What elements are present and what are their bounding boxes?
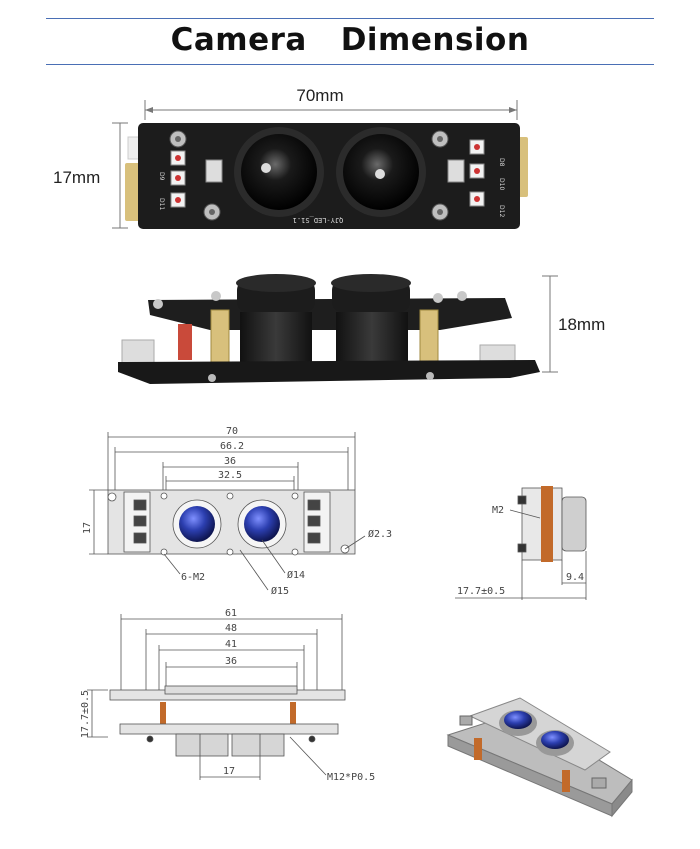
dim-41: 41 — [225, 639, 237, 650]
dim-17-front: 17 — [82, 522, 93, 534]
dim-66-2: 66.2 — [220, 441, 244, 452]
dim-70: 70 — [226, 426, 238, 437]
callout-d2-3: Ø2.3 — [368, 528, 392, 540]
width-label: 70mm — [296, 86, 343, 105]
front-dimensions: 70 66.2 36 32.5 17 6-M2 Ø15 Ø14 Ø2.3 — [82, 426, 392, 597]
header-rule-top — [46, 18, 654, 19]
bottom-dimensions: 61 48 41 36 17.7±0.5 17 M12*P0.5 — [80, 608, 375, 783]
led-label-d10: D10 — [498, 178, 505, 190]
callout-m12: M12*P0.5 — [327, 772, 375, 783]
callout-6-m2: 6-M2 — [181, 572, 205, 583]
dim-32-5: 32.5 — [218, 470, 242, 481]
dim-61: 61 — [225, 608, 237, 619]
dim-9-4: 9.4 — [566, 572, 584, 583]
led-label-d11: D11 — [158, 198, 165, 210]
height-label: 17mm — [53, 168, 100, 187]
photo-top-view: 70mm 17mm QJY-LED_S1.1 — [53, 86, 528, 229]
drawing-front-view — [89, 432, 366, 591]
dim-48: 48 — [225, 623, 237, 634]
led-label-d9: D9 — [158, 172, 165, 181]
callout-d14: Ø14 — [287, 569, 305, 581]
dim-17-bottom: 17 — [223, 766, 235, 777]
dim-17-7-bottom: 17.7±0.5 — [80, 690, 91, 738]
dim-36-bottom: 36 — [225, 656, 237, 667]
render-3d-view — [446, 697, 633, 818]
header-rule-bottom — [46, 64, 654, 65]
side-height-label: 18mm — [558, 315, 605, 334]
drawing-side-view — [455, 486, 587, 600]
callout-d15: Ø15 — [271, 585, 289, 597]
photo-side-view: 18mm — [118, 274, 605, 384]
drawing-bottom-view — [87, 614, 346, 780]
callout-m2: M2 — [492, 505, 504, 516]
led-label-d8: D8 — [498, 158, 505, 167]
side-dimensions: M2 17.7±0.5 9.4 — [457, 505, 584, 597]
board-text: QJY-LED_S1.1 — [293, 216, 344, 224]
dim-17-7-side: 17.7±0.5 — [457, 586, 505, 597]
dim-36: 36 — [224, 456, 236, 467]
page-title: Camera Dimension — [170, 22, 530, 58]
led-label-d12: D12 — [498, 205, 505, 217]
